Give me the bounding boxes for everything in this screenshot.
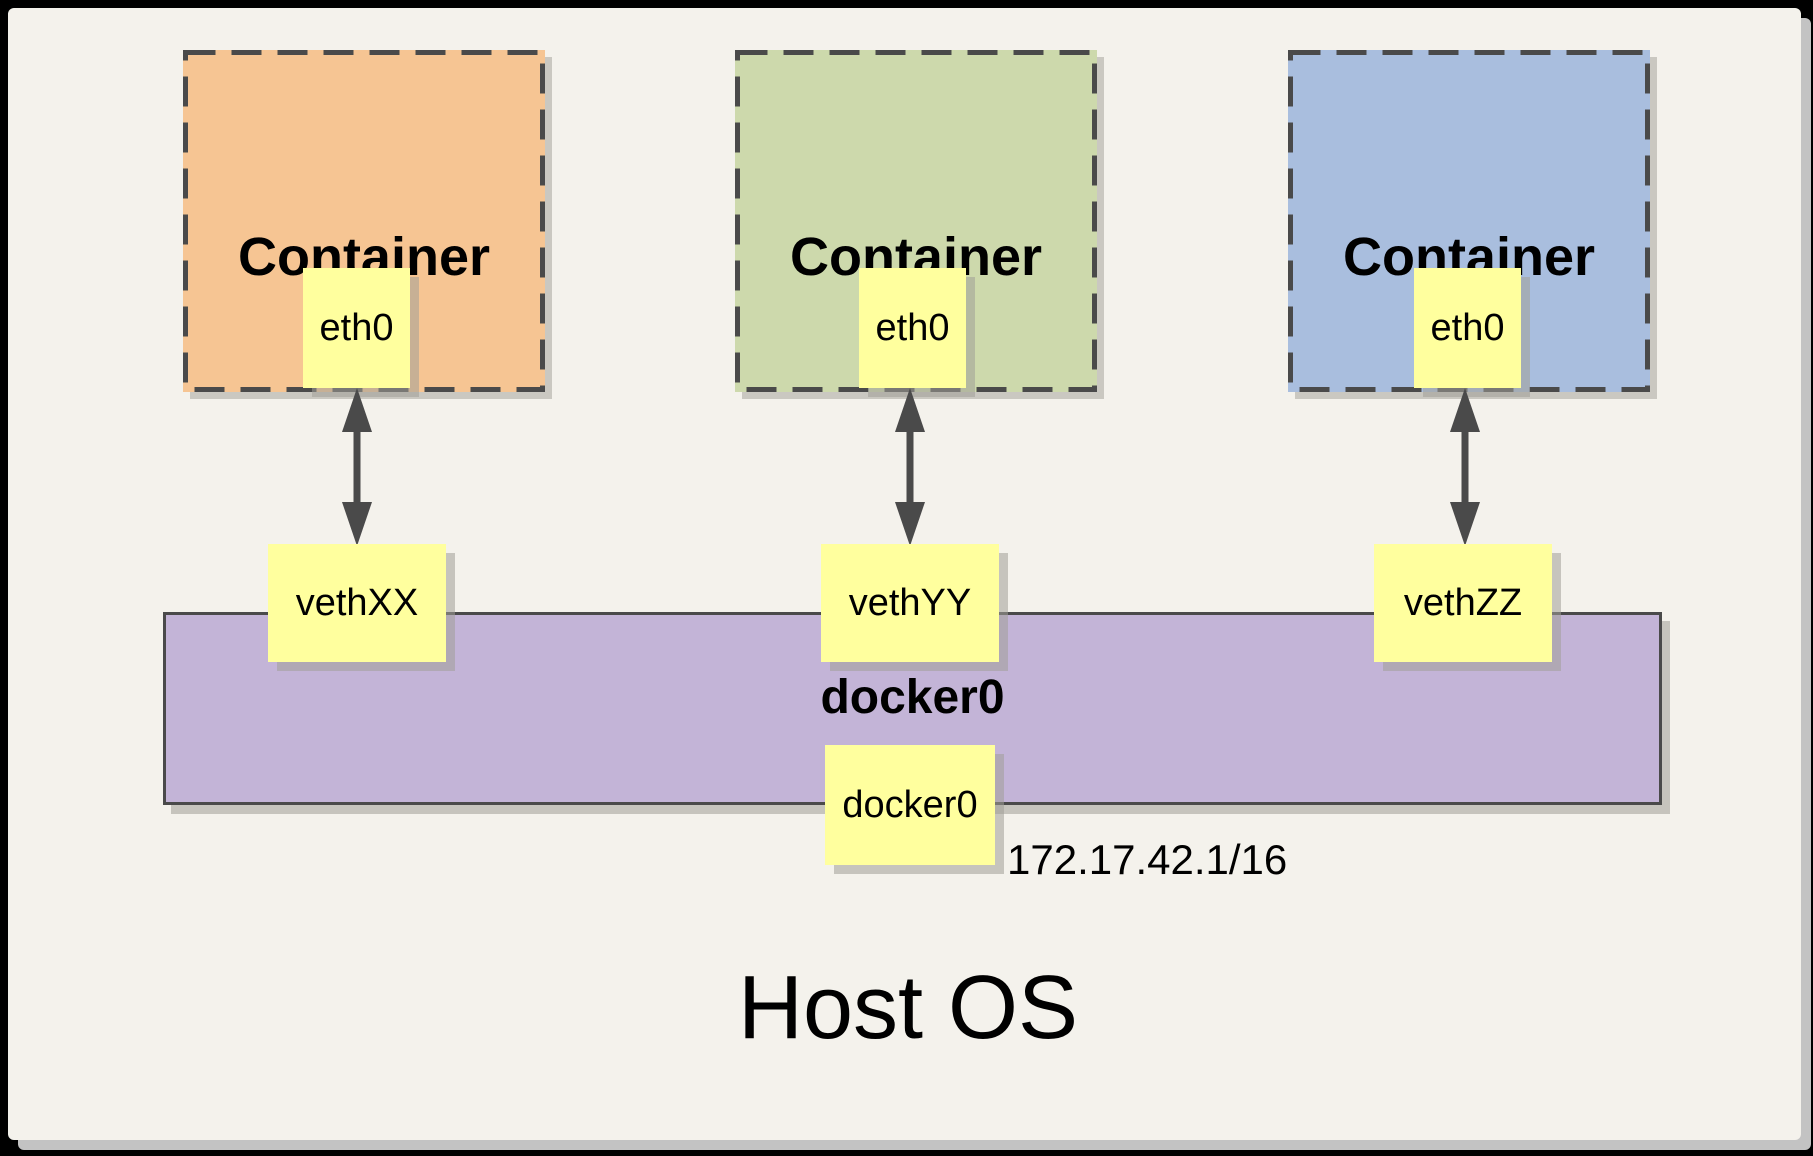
double-arrow-1	[342, 388, 372, 546]
double-arrow-3	[1450, 388, 1480, 546]
eth0-node-3: eth0	[1414, 268, 1521, 388]
bridge-ip-address: 172.17.42.1/16	[1007, 836, 1288, 883]
veth-node-1-label: vethXX	[295, 581, 419, 624]
eth0-node-1: eth0	[303, 268, 410, 388]
double-arrow-2	[895, 388, 925, 546]
container-box-3: Container	[1288, 50, 1650, 392]
veth-node-1: vethXX	[268, 544, 446, 662]
veth-node-2: vethYY	[821, 544, 999, 662]
host-os-panel: Container Container Container eth0 eth0 …	[8, 8, 1801, 1140]
eth0-node-3-label: eth0	[1430, 306, 1505, 349]
host-os-title: Host OS	[737, 958, 1079, 1058]
docker0-interface-node: docker0	[825, 745, 995, 865]
dashed-border	[183, 50, 545, 392]
veth-node-3-label: vethZZ	[1403, 581, 1523, 624]
veth-node-2-label: vethYY	[848, 581, 972, 624]
dashed-border	[735, 50, 1097, 392]
docker0-interface-label: docker0	[842, 783, 978, 826]
docker0-bridge-label: docker0	[820, 671, 1005, 724]
eth0-node-1-label: eth0	[319, 306, 394, 349]
veth-node-3: vethZZ	[1374, 544, 1552, 662]
eth0-node-2-label: eth0	[875, 306, 950, 349]
dashed-border	[1288, 50, 1650, 392]
eth0-node-2: eth0	[859, 268, 966, 388]
